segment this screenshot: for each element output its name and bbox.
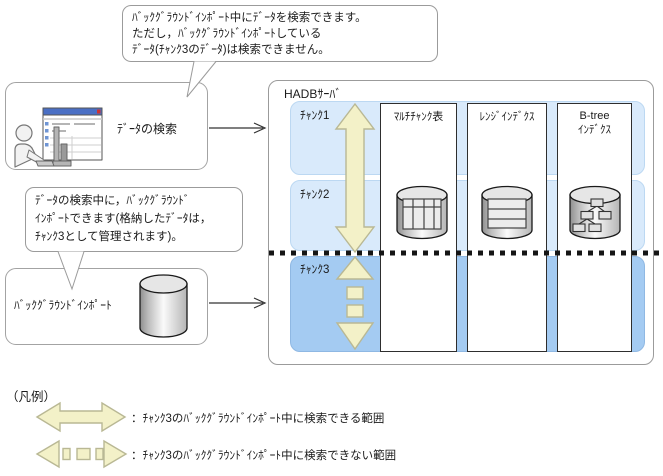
callout-line: ただし，ﾊﾞｯｸｸﾞﾗｳﾝﾄﾞｲﾝﾎﾟｰﾄしている <box>132 28 322 40</box>
hadb-server-title: HADBｻｰﾊﾞ <box>284 87 342 101</box>
legend-item-searchable: ：ﾁｬﾝｸ3のﾊﾞｯｸｸﾞﾗｳﾝﾄﾞｲﾝﾎﾟｰﾄ中に検索できる範囲 <box>131 413 385 425</box>
callout-import-note: ﾃﾞｰﾀの検索中に，ﾊﾞｯｸｸﾞﾗｳﾝﾄﾞ ｲﾝﾎﾟｰﾄできます(格納したﾃﾞｰ… <box>25 187 243 252</box>
background-import-label: ﾊﾞｯｸｸﾞﾗｳﾝﾄﾞｲﾝﾎﾟｰﾄ <box>14 300 112 312</box>
legend-title: （凡例） <box>6 390 57 404</box>
legend-dashed-arrow <box>35 439 128 469</box>
callout-line: ﾃﾞｰﾀ(ﾁｬﾝｸ3のﾃﾞｰﾀ)は検索できません。 <box>132 44 330 56</box>
callout-line: ﾁｬﾝｸ3として管理されます)。 <box>35 231 183 243</box>
legend-solid-arrow <box>35 401 127 433</box>
import-to-server-arrow <box>209 297 267 309</box>
data-search-box <box>5 82 208 170</box>
callout-search-note: ﾊﾞｯｸｸﾞﾗｳﾝﾄﾞｲﾝﾎﾟｰﾄ中にﾃﾞｰﾀを検索できます。 ただし，ﾊﾞｯｸ… <box>122 5 438 62</box>
callout-line: ｲﾝﾎﾟｰﾄできます(格納したﾃﾞｰﾀは， <box>35 213 212 225</box>
data-search-label: ﾃﾞｰﾀの検索 <box>117 122 178 136</box>
column-range-index: ﾚﾝｼﾞｲﾝﾃﾞｸｽ <box>467 103 547 352</box>
legend-item-not-searchable: ：ﾁｬﾝｸ3のﾊﾞｯｸｸﾞﾗｳﾝﾄﾞｲﾝﾎﾟｰﾄ中に検索できない範囲 <box>131 450 397 462</box>
callout-line: ﾃﾞｰﾀの検索中に，ﾊﾞｯｸｸﾞﾗｳﾝﾄﾞ <box>35 195 190 207</box>
chunk1-label: ﾁｬﾝｸ1 <box>300 110 330 122</box>
callout-line: ﾊﾞｯｸｸﾞﾗｳﾝﾄﾞｲﾝﾎﾟｰﾄ中にﾃﾞｰﾀを検索できます。 <box>132 12 367 24</box>
range-index-label: ﾚﾝｼﾞｲﾝﾃﾞｸｽ <box>479 111 535 123</box>
multichunk-table-label: ﾏﾙﾁﾁｬﾝｸ表 <box>393 111 444 123</box>
column-btree-index: B-tree ｲﾝﾃﾞｸｽ <box>557 103 632 352</box>
btree-index-label-line2: ｲﾝﾃﾞｸｽ <box>578 124 611 136</box>
chunk2-label: ﾁｬﾝｸ2 <box>300 189 330 201</box>
search-to-server-arrow <box>209 122 267 134</box>
column-multichunk-table: ﾏﾙﾁﾁｬﾝｸ表 <box>380 103 457 352</box>
chunk3-label: ﾁｬﾝｸ3 <box>300 264 330 276</box>
btree-index-label-line1: B-tree <box>579 110 610 122</box>
